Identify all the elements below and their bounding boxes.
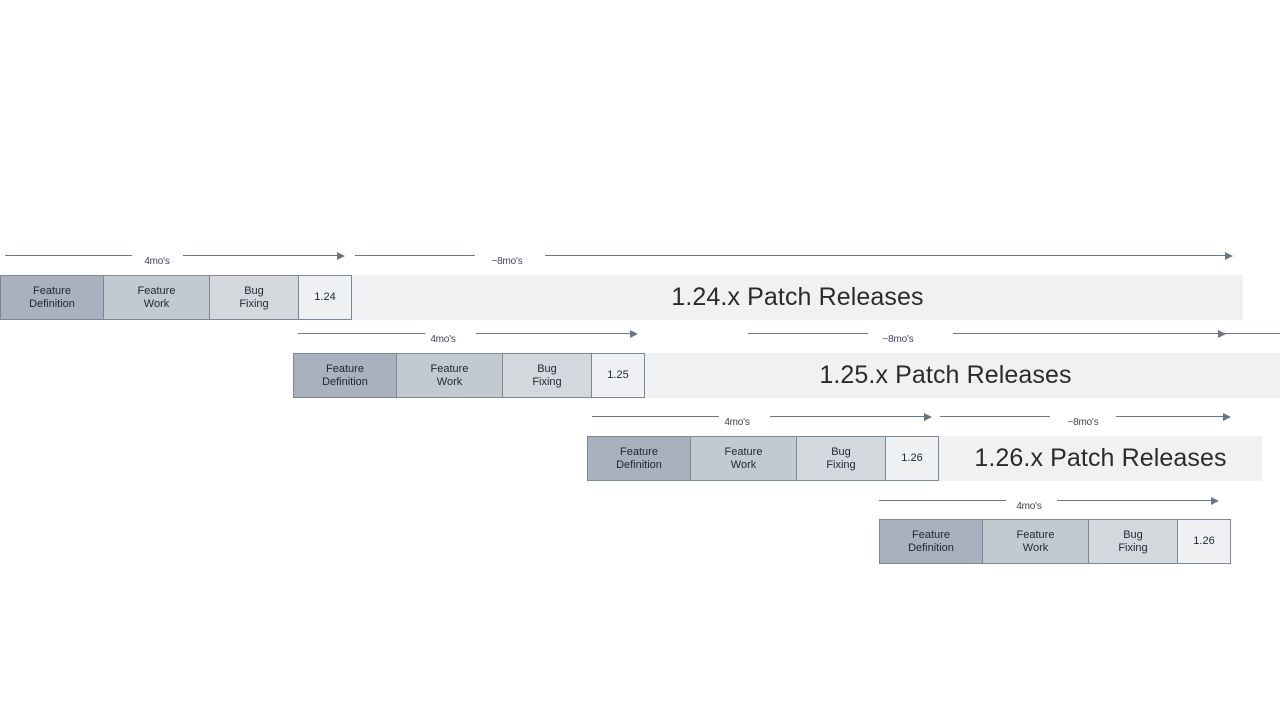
phase-box-feature-work-1-26[interactable]: Feature Work <box>691 437 797 480</box>
phase-label-line1: Bug <box>831 445 851 458</box>
phase-label-line2: Work <box>1022 541 1049 554</box>
dimension-arrow-dev-1-25: 4mo's <box>298 327 639 345</box>
dimension-arrow-dev-1-24: 4mo's <box>5 249 346 267</box>
patch-release-label-1-24: 1.24.x Patch Releases <box>671 283 924 311</box>
dimension-label-dev-1-25: 4mo's <box>430 334 456 345</box>
patch-release-label-1-26: 1.26.x Patch Releases <box>974 444 1227 472</box>
phase-box-feature-work-1-25[interactable]: Feature Work <box>397 354 503 397</box>
phase-box-bug-fixing-1-26[interactable]: Bug Fixing <box>797 437 886 480</box>
patch-release-label-wrap-1-24: 1.24.x Patch Releases <box>352 275 1243 320</box>
phase-box-bug-fixing-1-24[interactable]: Bug Fixing <box>210 276 299 319</box>
phase-label-line1: Bug <box>537 362 557 375</box>
dimension-label-dev-1-26: 4mo's <box>724 417 750 428</box>
phase-box-feature-definition-1-26-next[interactable]: Feature Definition <box>880 520 983 563</box>
phase-box-version-1-25[interactable]: 1.25 <box>592 354 644 397</box>
phase-box-feature-definition-1-24[interactable]: Feature Definition <box>1 276 104 319</box>
phase-label-line2: Work <box>436 375 463 388</box>
phase-label-line1: Feature <box>33 284 71 297</box>
dimension-label-patch-1-26: ~8mo's <box>1067 417 1099 428</box>
phase-box-feature-definition-1-26[interactable]: Feature Definition <box>588 437 691 480</box>
version-label: 1.26 <box>901 452 923 465</box>
phase-label-line2: Fixing <box>826 458 856 471</box>
phase-label-line1: Feature <box>724 445 763 458</box>
patch-release-label-1-25: 1.25.x Patch Releases <box>819 361 1072 389</box>
phase-label-line2: Definition <box>908 541 954 554</box>
phase-label-line2: Work <box>730 458 757 471</box>
dimension-label-dev-1-24: 4mo's <box>144 256 170 267</box>
phase-label-line1: Bug <box>244 284 264 297</box>
phase-box-version-1-24[interactable]: 1.24 <box>299 276 351 319</box>
phase-box-version-1-26-next[interactable]: 1.26 <box>1178 520 1230 563</box>
phase-label-line2: Fixing <box>532 375 562 388</box>
version-label: 1.24 <box>314 291 336 304</box>
dimension-label-patch-1-24: ~8mo's <box>491 256 523 267</box>
dimension-label-dev-1-26-next: 4mo's <box>1016 501 1042 512</box>
phase-box-feature-work-1-24[interactable]: Feature Work <box>104 276 210 319</box>
dimension-arrow-patch-1-26: ~8mo's <box>940 410 1235 428</box>
phase-label-line2: Fixing <box>239 297 269 310</box>
phase-box-feature-work-1-26-next[interactable]: Feature Work <box>983 520 1089 563</box>
dimension-arrow-dev-1-26-next: 4mo's <box>879 494 1220 512</box>
phase-label-line2: Definition <box>322 375 368 388</box>
version-label: 1.26 <box>1193 535 1215 548</box>
phase-label-line2: Fixing <box>1118 541 1148 554</box>
phase-strip-1-25: Feature Definition Feature Work Bug Fixi… <box>293 353 645 398</box>
phase-strip-1-26: Feature Definition Feature Work Bug Fixi… <box>587 436 939 481</box>
dimension-arrow-patch-1-24: ~8mo's <box>355 249 1235 267</box>
phase-label-line1: Feature <box>137 284 176 297</box>
phase-label-line1: Feature <box>326 362 364 375</box>
phase-strip-1-24: Feature Definition Feature Work Bug Fixi… <box>0 275 352 320</box>
phase-label-line2: Work <box>143 297 170 310</box>
phase-box-bug-fixing-1-25[interactable]: Bug Fixing <box>503 354 592 397</box>
dimension-label-patch-1-25: ~8mo's <box>882 334 914 345</box>
dimension-arrow-patch-1-25: ~8mo's <box>748 327 1280 345</box>
phase-box-bug-fixing-1-26-next[interactable]: Bug Fixing <box>1089 520 1178 563</box>
phase-label-line1: Feature <box>430 362 469 375</box>
patch-release-label-wrap-1-25: 1.25.x Patch Releases <box>645 353 1246 398</box>
dimension-arrow-dev-1-26: 4mo's <box>592 410 933 428</box>
phase-label-line1: Feature <box>912 528 950 541</box>
phase-label-line2: Definition <box>616 458 662 471</box>
version-label: 1.25 <box>607 369 629 382</box>
phase-strip-1-26-next: Feature Definition Feature Work Bug Fixi… <box>879 519 1231 564</box>
patch-release-label-wrap-1-26: 1.26.x Patch Releases <box>939 436 1262 481</box>
phase-label-line1: Bug <box>1123 528 1143 541</box>
phase-label-line2: Definition <box>29 297 75 310</box>
phase-label-line1: Feature <box>1016 528 1055 541</box>
phase-box-feature-definition-1-25[interactable]: Feature Definition <box>294 354 397 397</box>
phase-label-line1: Feature <box>620 445 658 458</box>
phase-box-version-1-26[interactable]: 1.26 <box>886 437 938 480</box>
